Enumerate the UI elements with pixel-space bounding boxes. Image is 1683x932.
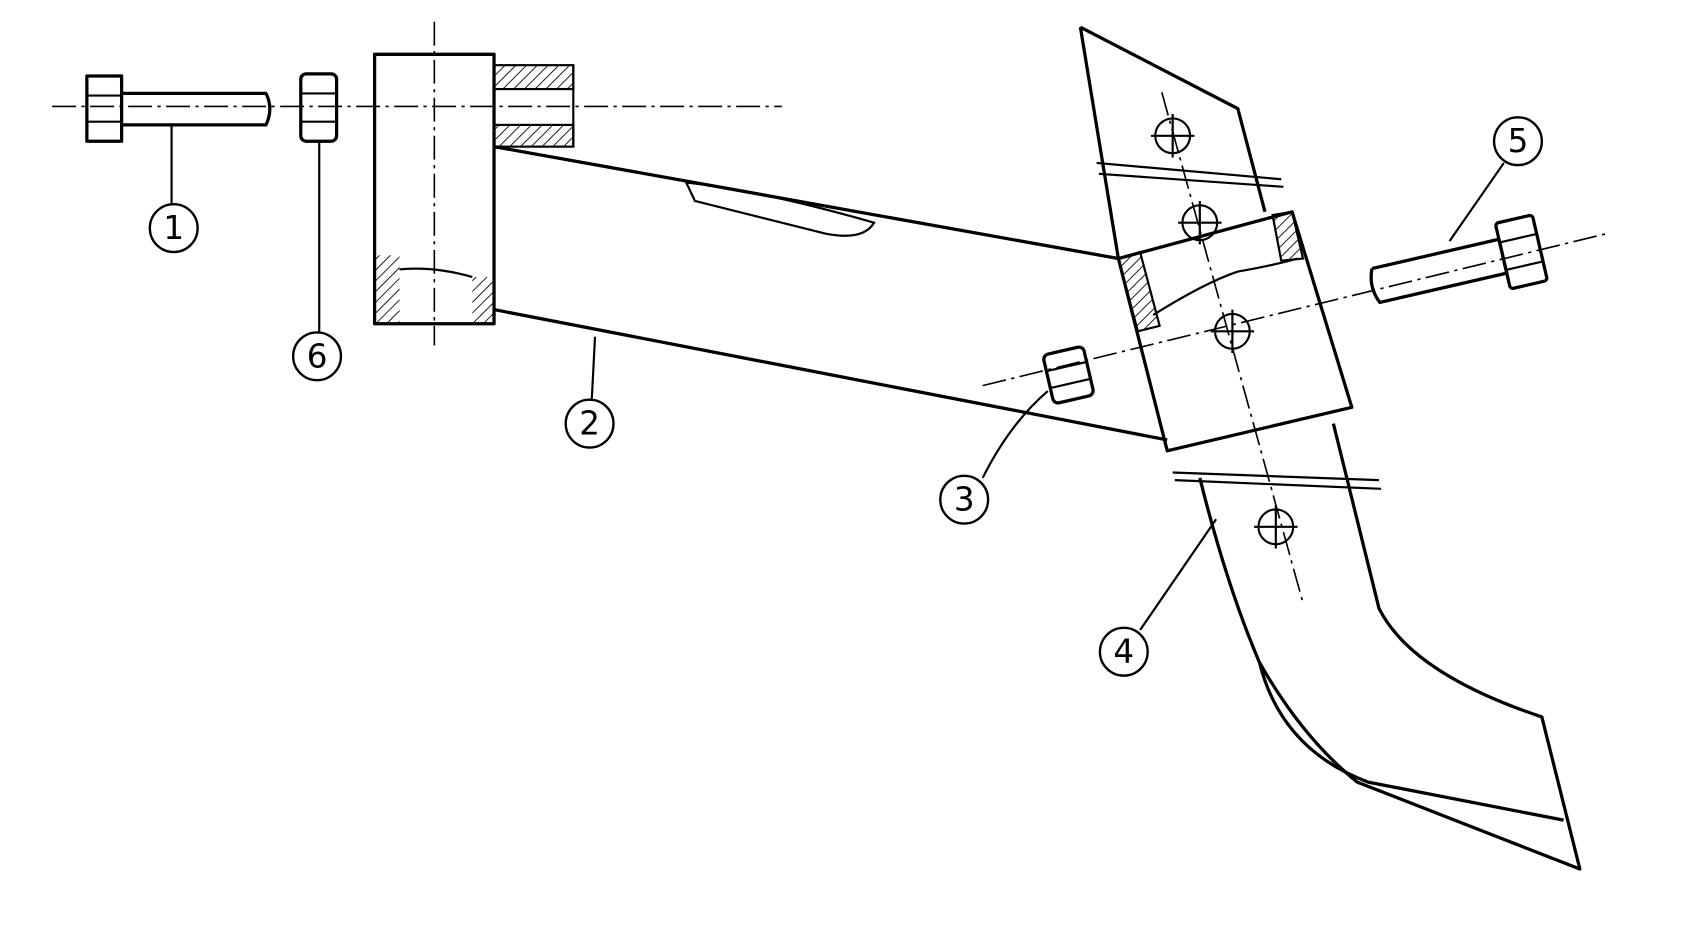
svg-text:2: 2 <box>579 405 600 443</box>
svg-text:5: 5 <box>1508 122 1529 160</box>
leader-lines <box>170 124 1505 631</box>
holes <box>1150 114 1298 549</box>
nut-6 <box>299 72 339 143</box>
mounting-tube <box>372 52 575 326</box>
label-3: 3 <box>939 474 990 525</box>
nut-3 <box>1042 345 1095 405</box>
label-6: 6 <box>291 331 343 382</box>
svg-text:4: 4 <box>1113 633 1134 671</box>
bolt-5 <box>1369 213 1549 305</box>
shank-4 <box>1078 25 1582 871</box>
arm-2 <box>493 145 1168 442</box>
label-4: 4 <box>1098 626 1149 677</box>
svg-text:6: 6 <box>307 337 328 375</box>
svg-text:3: 3 <box>954 481 975 519</box>
label-2: 2 <box>564 398 615 449</box>
label-1: 1 <box>148 203 199 254</box>
bolt-1 <box>85 74 272 143</box>
label-5: 5 <box>1492 116 1544 167</box>
shank-centerline <box>1161 92 1304 604</box>
clamp-block <box>1116 210 1354 453</box>
svg-text:1: 1 <box>163 209 184 247</box>
